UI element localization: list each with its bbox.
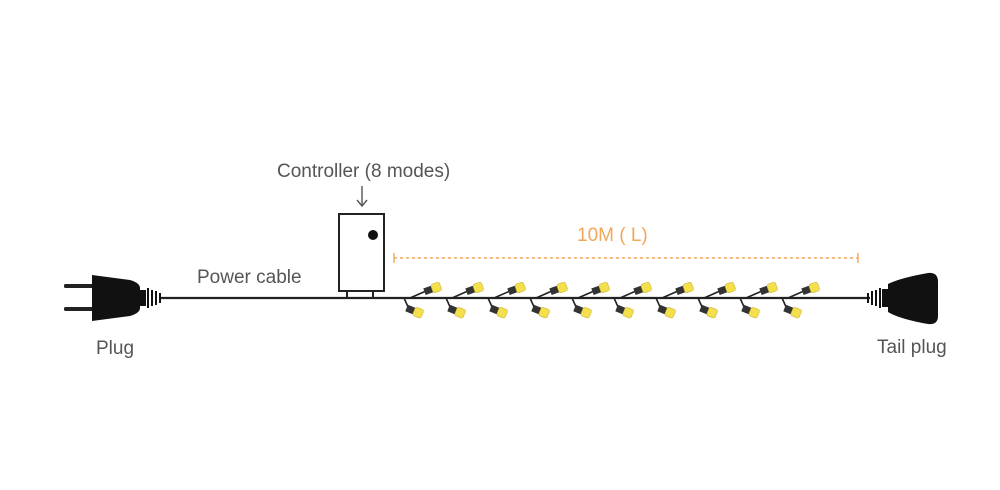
length-dimension-line [393,253,859,263]
lower-bulb-icon [741,304,760,319]
bulb-wire [535,290,553,299]
upper-bulb-icon [633,281,652,296]
bulb-wire [661,290,679,299]
lower-bulb-icon [615,304,634,319]
length-label: 10M ( L) [577,225,648,246]
bulb-wire [451,290,469,299]
plug-icon [64,275,161,321]
tail-plug-icon [867,272,938,325]
lower-bulb-icon [489,304,508,319]
controller-icon [338,213,385,298]
bulb-wire [493,290,511,299]
bulb-wire [703,290,721,299]
upper-bulb-icon [591,281,610,296]
lower-bulb-icon [699,304,718,319]
upper-bulb-icon [465,281,484,296]
upper-bulb-icon [801,281,820,296]
lower-bulb-icon [573,304,592,319]
bulb-wire [409,290,427,299]
upper-bulb-icon [675,281,694,296]
bulb-group [403,281,820,319]
power-cable-label: Power cable [197,267,302,288]
upper-bulb-icon [423,281,442,296]
plug-label: Plug [96,338,135,359]
upper-bulb-icon [717,281,736,296]
bulb-wire [619,290,637,299]
bulb-wire [577,290,595,299]
lower-bulb-icon [531,304,550,319]
upper-bulb-icon [507,281,526,296]
controller-label: Controller (8 modes) [277,161,451,182]
upper-bulb-icon [759,281,778,296]
tail-plug-label: Tail plug [877,337,947,358]
controller-arrow-icon [356,186,368,208]
lower-bulb-icon [657,304,676,319]
lower-bulb-icon [447,304,466,319]
lower-bulb-icon [783,304,802,319]
lower-bulb-icon [405,304,424,319]
upper-bulb-icon [549,281,568,296]
bulb-wire [745,290,763,299]
bulb-wire [787,290,805,299]
